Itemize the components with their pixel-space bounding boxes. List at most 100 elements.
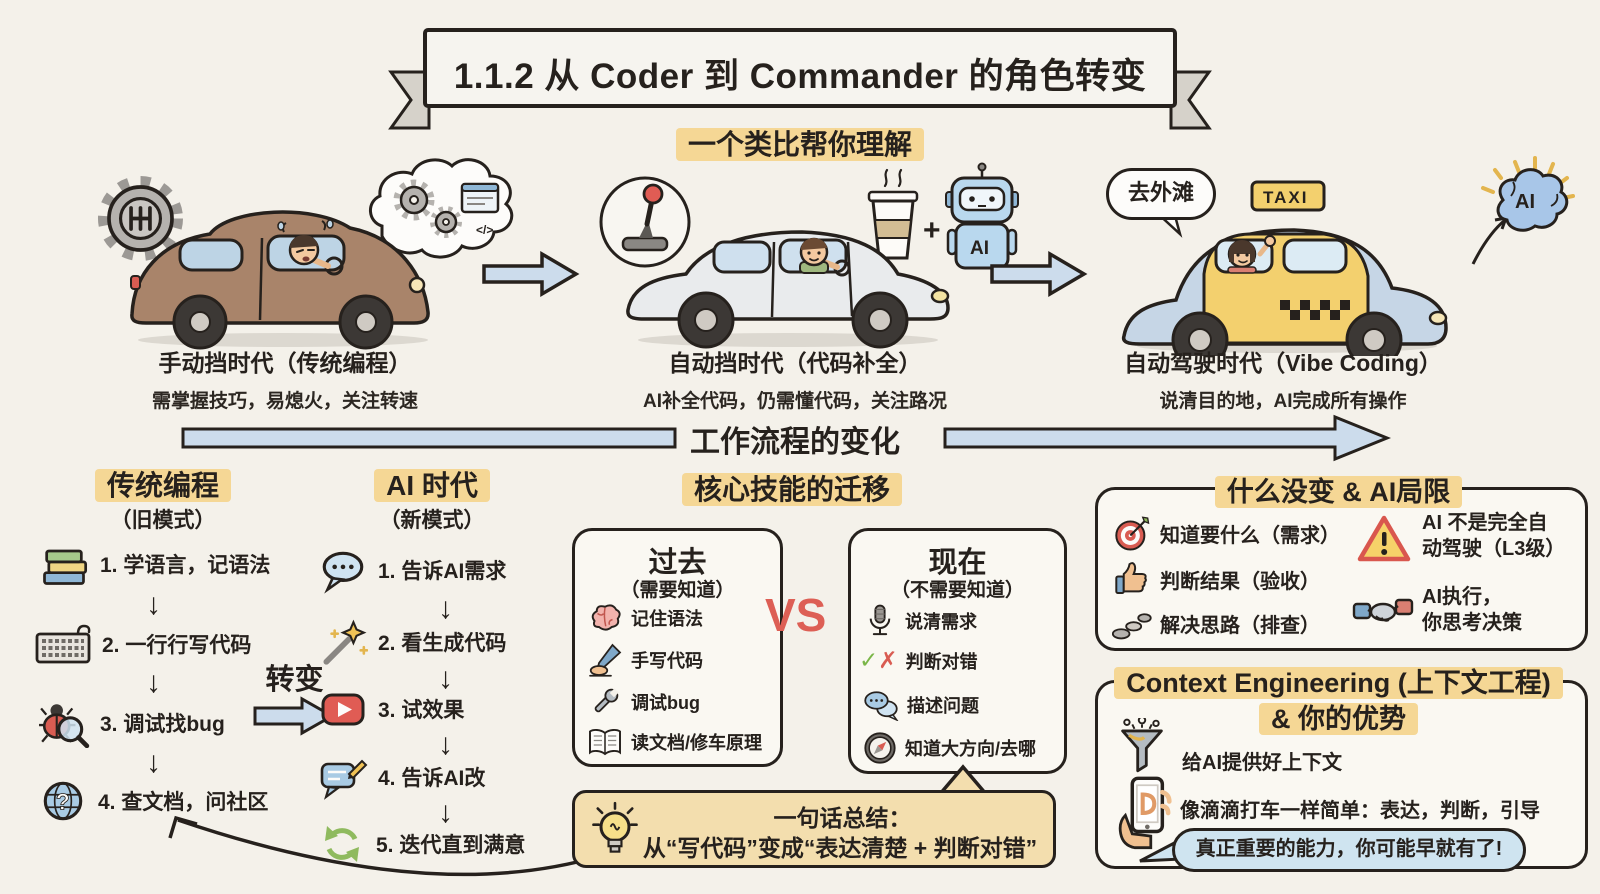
stones-icon (1112, 613, 1152, 640)
check-cross-icon: ✓✗ (859, 647, 898, 673)
new-step-2: 2. 看生成代码 (318, 618, 506, 666)
keyboard-icon (35, 624, 91, 664)
automatic-car-illustration (626, 230, 950, 349)
gear-lever-icon (599, 176, 691, 268)
vs-label: VS (765, 589, 827, 641)
new-step-1: 1. 告诉AI需求 (318, 546, 506, 594)
new-step-3: 3. 试效果 (318, 686, 464, 732)
globe-question-icon: ? (43, 781, 83, 821)
unchanged-item-2: 判断结果（验收） (1112, 560, 1320, 598)
stage-caption-manual: 手动挡时代（传统编程） 需掌握技巧，易熄火，关注转速 (70, 344, 500, 413)
target-icon (1115, 516, 1150, 551)
stage-title: 自动挡时代（代码补全） (668, 350, 922, 376)
summary-tail (938, 764, 988, 794)
past-subtitle: （需要知道） (620, 580, 735, 601)
brain-ai-label: AI (1515, 191, 1535, 213)
down-arrow-icon: ↓ (438, 796, 453, 829)
context-bubble: 真正重要的能力，你可能早就有了! (1172, 828, 1526, 872)
skills-heading: 核心技能的迁移 (642, 468, 942, 508)
down-arrow-icon: ↓ (146, 666, 161, 699)
stage-arrow-icon (990, 250, 1088, 298)
new-step-4: 4. 告诉AI改 (318, 754, 485, 800)
now-item-1: 说清需求 (863, 603, 977, 639)
svg-text:?: ? (56, 788, 70, 814)
lightbulb-icon (592, 801, 638, 853)
summary-box: 一句话总结： 从“写代码”变成“表达清楚 + 判断对错” (572, 790, 1056, 868)
past-item-1: 记住语法 (587, 601, 703, 635)
taxi-illustration: TAXI (1121, 180, 1448, 356)
funnel-icon (1121, 718, 1163, 773)
magic-wand-icon (323, 619, 368, 665)
workflow-heading: 工作流程的变化 (690, 426, 900, 459)
ai-limit-item-2: AI执行， 你思考决策 (1352, 584, 1522, 636)
stage-desc: 说清目的地，AI完成所有操作 (1159, 391, 1407, 412)
old-step-4: ? 4. 查文档，问社区 (38, 776, 268, 826)
warning-icon (1357, 515, 1411, 562)
transition-label: 转变 (265, 664, 324, 696)
ai-limit-item-1: AI 不是完全自 动驾驶（L3级） (1356, 510, 1565, 562)
past-item-4: 读文档/修车原理 (587, 727, 762, 757)
stage-title: 手动挡时代（传统编程） (158, 350, 412, 376)
coffee-robot-icon: + AI (867, 162, 1019, 270)
unchanged-item-1: 知道要什么（需求） (1112, 514, 1340, 552)
plus-sign: + (923, 214, 941, 247)
down-arrow-icon: ↓ (146, 746, 161, 779)
new-mode-title: AI 时代 (302, 464, 562, 504)
banner-ribbon (388, 28, 1212, 130)
thought-cloud-gears-icon: </> (353, 158, 514, 269)
page-title: 1.1.2 从 Coder 到 Commander 的角色转变 (453, 57, 1147, 96)
now-skills-panel: 现在 （不需要知道） 说清需求 ✓✗ 判断对错 描述问题 (848, 528, 1067, 774)
taxi-sign: TAXI (1263, 188, 1308, 207)
new-mode-subtitle: （新模式） (379, 509, 485, 532)
down-arrow-icon: ↓ (146, 588, 161, 621)
down-arrow-icon: ↓ (438, 728, 453, 761)
old-step-1: 1. 学语言，记语法 (38, 540, 270, 588)
old-mode-subtitle: （旧模式） (110, 509, 216, 532)
chat-bubbles-icon (864, 691, 899, 721)
play-button-icon (321, 693, 365, 726)
workflow-arrow (181, 414, 1392, 462)
destination-bubble: 去外滩 (1106, 168, 1216, 220)
bug-magnifier-icon (39, 704, 90, 748)
stage-desc: 需掌握技巧，易熄火，关注转速 (151, 391, 418, 412)
hand-write-icon (589, 643, 622, 677)
gear-shift-icon (97, 175, 184, 262)
down-arrow-icon: ↓ (438, 592, 453, 625)
old-step-3: 3. 调试找bug (38, 698, 225, 748)
summary-line1: 一句话总结： (773, 805, 912, 831)
context-item-1: 给AI提供好上下文 (1182, 752, 1342, 774)
past-item-3: 调试bug (587, 685, 700, 719)
analogy-heading: 一个类比帮你理解 (600, 123, 1000, 163)
now-title: 现在 (928, 547, 987, 579)
ai-brain-icon: AI (1471, 156, 1575, 265)
phone-didi-icon (1118, 776, 1172, 850)
iterate-icon (325, 826, 359, 862)
new-mode-column: AI 时代 （新模式） 1. 告诉AI需求 ↓ 2. 看生成代码 ↓ (302, 464, 562, 884)
stage-title: 自动驾驶时代（Vibe Coding） (1124, 350, 1442, 376)
context-heading-line2: & 你的优势 (1095, 697, 1582, 736)
speech-bubble-icon (322, 551, 364, 594)
wrench-icon (594, 688, 619, 713)
context-heading-line1: Context Engineering (上下文工程) (1085, 661, 1592, 700)
unchanged-item-3: 解决思路（排查） (1112, 606, 1320, 640)
context-item-2: 像滴滴打车一样简单：表达，判断，引导 (1180, 800, 1540, 822)
now-item-3: 描述问题 (863, 689, 979, 721)
manual-car-illustration (130, 210, 430, 350)
compass-icon (864, 732, 896, 764)
new-step-5: 5. 迭代直到满意 (318, 820, 525, 868)
transition-arrow-icon (253, 696, 336, 736)
svg-text:</>: </> (476, 223, 493, 237)
handshake-icon (1352, 598, 1414, 622)
now-subtitle: （不需要知道） (890, 580, 1024, 601)
old-step-2: 2. 一行行写代码 (34, 622, 251, 666)
loop-back-arrow (168, 815, 601, 877)
stage-caption-automatic: 自动挡时代（代码补全） AI补全代码，仍需懂代码，关注路况 (580, 344, 1010, 413)
past-item-2: 手写代码 (587, 643, 703, 677)
now-item-2: ✓✗ 判断对错 (859, 647, 978, 673)
brain-icon (591, 604, 621, 631)
past-title: 过去 (648, 547, 707, 579)
past-skills-panel: 过去 （需要知道） 记住语法 手写代码 (572, 528, 783, 767)
chat-edit-icon (320, 759, 368, 800)
stage-arrow-icon (482, 250, 580, 298)
